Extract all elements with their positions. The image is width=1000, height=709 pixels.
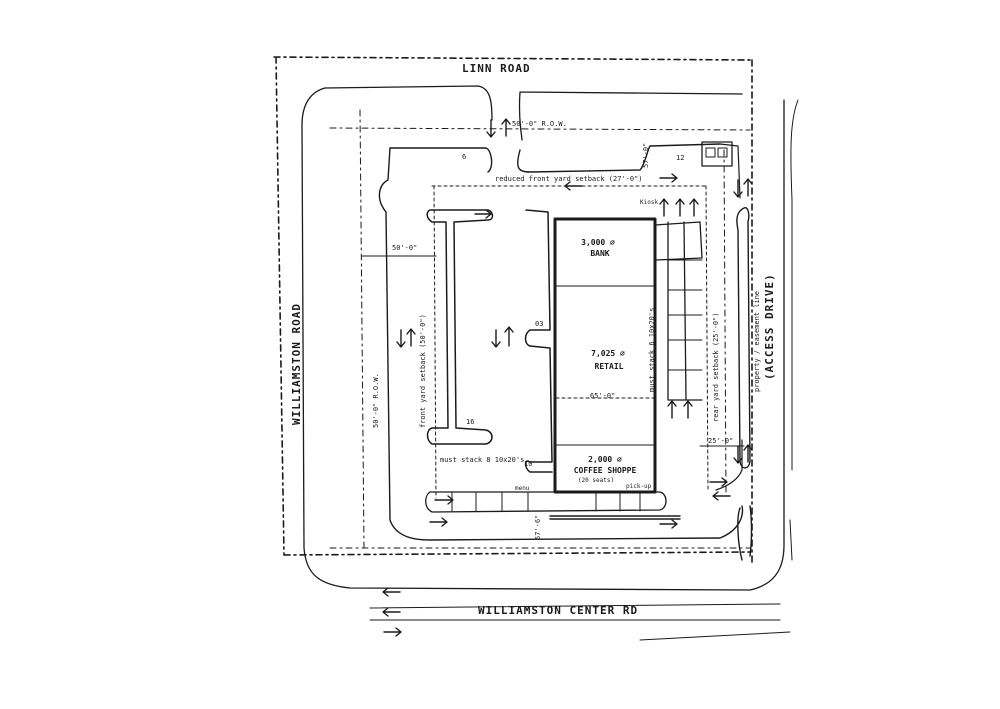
road-label-south: WILLIAMSTON CENTER RD xyxy=(478,604,638,617)
bank-stack-note: must stack 6 10x20's xyxy=(648,308,656,392)
dim-property-line: property / easement line xyxy=(753,291,761,392)
west-island xyxy=(426,209,494,445)
dim-reduced-front-setback: reduced front yard setback (27'-0") xyxy=(495,175,643,183)
count-north-left: 6 xyxy=(462,153,466,161)
dim-north-depth: 57'-0" xyxy=(642,143,650,168)
count-center-row: 03 xyxy=(535,320,543,328)
setback-line-west xyxy=(433,185,437,499)
dim-row-north: 50'-0" R.O.W. xyxy=(512,120,567,128)
south-stack-cells xyxy=(451,492,641,512)
dumpster-a xyxy=(705,147,716,158)
coffee-area: 2,000 ⌀ xyxy=(588,455,622,464)
inner-lot-edge xyxy=(389,143,721,173)
drive-thru-lane xyxy=(654,221,703,401)
count-north-right: 12 xyxy=(676,154,684,162)
outer-curb xyxy=(301,87,785,591)
retail-use: RETAIL xyxy=(595,362,624,371)
bank-use: BANK xyxy=(590,249,609,258)
setback-line-east xyxy=(705,185,709,491)
road-label-east: (ACCESS DRIVE) xyxy=(763,273,776,380)
dim-row-west: 50'-0" R.O.W. xyxy=(372,373,380,428)
dumpster-enclosure xyxy=(701,141,733,167)
east-road-edge xyxy=(789,99,799,561)
property-boundary xyxy=(273,56,753,567)
center-island xyxy=(524,209,553,473)
dim-front-setback-west: front yard setback (50'-0") xyxy=(419,314,427,428)
south-drive-island xyxy=(737,505,753,561)
row-line-north xyxy=(329,127,751,131)
south-road-line-3 xyxy=(639,631,791,641)
dim-east-setback: 25'-0" xyxy=(708,437,733,445)
traffic-arrows xyxy=(382,118,753,637)
menu-label: menu xyxy=(515,485,530,492)
dim-south-depth: 57'-6" xyxy=(534,515,542,540)
coffee-seats: (20 seats) xyxy=(578,477,614,484)
access-drive-island xyxy=(736,207,751,469)
count-south-row: 10 xyxy=(524,460,532,468)
inner-lot-east xyxy=(715,143,743,491)
south-stack-lane xyxy=(425,491,667,513)
dim-building-width: 65'-0" xyxy=(590,392,615,400)
retail-area: 7,025 ⌀ xyxy=(591,349,625,358)
south-road-line-1 xyxy=(369,603,781,609)
row-line-west xyxy=(359,109,365,549)
coffee-use: COFFEE SHOPPE xyxy=(574,466,637,475)
property-line-east xyxy=(723,149,727,495)
road-label-west: WILLIAMSTON ROAD xyxy=(290,303,303,425)
pickup-label: pick-up xyxy=(626,483,652,490)
stack-cars-east xyxy=(667,259,703,371)
south-curb-bar xyxy=(549,515,681,520)
dim-rear-setback: rear yard setback (25'-0") xyxy=(712,312,720,422)
count-west-row: 16 xyxy=(466,418,474,426)
bank-area: 3,000 ⌀ xyxy=(581,238,615,247)
road-label-north: LINN ROAD xyxy=(462,62,531,75)
coffee-stack-note: must stack 8 10x20's xyxy=(440,456,524,464)
kiosk-label: Kiosk xyxy=(640,199,658,206)
dumpster-b xyxy=(717,147,728,158)
north-curb xyxy=(324,85,743,141)
dim-west-setback: 50'-0" xyxy=(392,244,417,252)
